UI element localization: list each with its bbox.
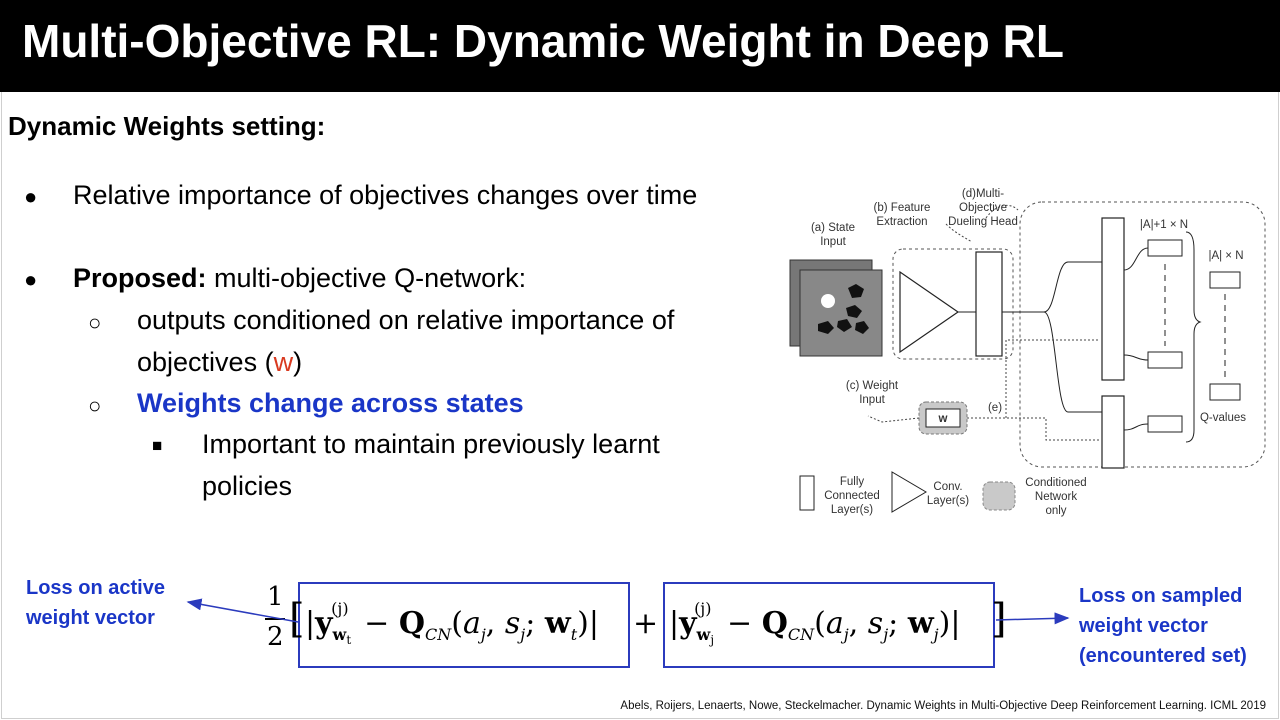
arrow-left — [186, 598, 299, 623]
note-active-weight: Loss on active weight vector — [26, 577, 165, 629]
note-sampled-weight: Loss on sampled weight vector (encounter… — [1079, 585, 1247, 667]
bullet-text: Proposed: multi-objective Q-network: — [73, 263, 526, 294]
fc-layer-advantage — [1101, 217, 1125, 381]
state-agent — [821, 294, 835, 308]
fraction-numerator: 1 — [267, 582, 284, 612]
legend-conv-symbol — [891, 471, 927, 513]
bullet-dot: ● — [24, 184, 38, 209]
sampled-loss-term: |ywj(j) − QCN(aj, sj; wj)| — [669, 599, 961, 648]
state-frame-front — [799, 269, 883, 357]
label-e: (e) — [988, 402, 1002, 414]
bullet-rest-text: multi-objective Q-network: — [206, 263, 527, 293]
sub-bullet-text-cont: objectives (w) — [137, 347, 302, 378]
fraction-bar — [265, 618, 285, 620]
label-q-size: |A| × N — [1208, 250, 1243, 262]
sampled-loss-box — [663, 582, 995, 668]
sub-bullet-post: ) — [293, 347, 303, 377]
legend-fc-symbol — [799, 475, 815, 511]
sub-sub-bullet-text-cont: policies — [202, 471, 293, 501]
sub-bullet-pre: objectives ( — [137, 347, 274, 377]
section-heading: Dynamic Weights setting: — [8, 111, 326, 141]
dueling-head-outline — [1019, 201, 1266, 468]
label-w: w — [938, 413, 948, 425]
weight-symbol: w — [273, 347, 294, 377]
sub-bullet-circle: ○ — [88, 393, 102, 418]
conv-layer-triangle — [899, 270, 960, 354]
title-bar: Multi-Objective RL: Dynamic Weight in De… — [0, 0, 1280, 92]
active-loss-term: |ywt(j) − QCN(aj, sj; wt)| — [305, 599, 599, 648]
sub-bullet-text: outputs conditioned on relative importan… — [137, 305, 675, 335]
legend-conv-label: Conv.Layer(s) — [927, 481, 969, 507]
slide-title: Multi-Objective RL: Dynamic Weight in De… — [22, 15, 1064, 67]
sub-bullet-circle: ○ — [88, 310, 102, 335]
state-object — [837, 319, 852, 332]
state-object — [855, 321, 869, 334]
loss-equation: 1 2 [ |ywt(j) − QCN(aj, sj; wt)| + |ywj(… — [255, 578, 1015, 670]
arrow-right — [995, 612, 1070, 625]
label-advantage-size: |A|+1 × N — [1140, 219, 1188, 231]
q-value-node — [1209, 271, 1241, 289]
legend-cond-symbol — [982, 481, 1016, 511]
slide-frame — [1, 92, 1279, 719]
fraction-denominator: 2 — [267, 622, 284, 652]
plus-sign: + — [633, 606, 659, 641]
fc-layer — [975, 251, 1003, 357]
sub-sub-bullet-text: Important to maintain previously learnt — [202, 429, 660, 459]
active-loss-box — [298, 582, 630, 668]
label-q-values: Q-values — [1200, 412, 1246, 424]
feature-extraction-outline — [892, 248, 1014, 360]
weight-input-node — [925, 408, 961, 428]
fc-layer-value — [1101, 395, 1125, 469]
state-object — [846, 305, 862, 318]
sub-bullet-highlight: Weights change across states — [137, 388, 524, 418]
open-bracket: [ — [289, 596, 305, 642]
state-object — [848, 284, 864, 298]
close-bracket: ] — [991, 596, 1007, 642]
state-object — [818, 321, 834, 334]
bullet-bold-text: Proposed: — [73, 263, 207, 293]
citation: Abels, Roijers, Lenaerts, Nowe, Steckelm… — [620, 700, 1266, 712]
q-value-node — [1209, 383, 1241, 401]
bullet-dot: ● — [24, 267, 38, 292]
bullet-text: Relative importance of objectives change… — [73, 180, 698, 210]
sub-sub-bullet-square: ■ — [152, 436, 163, 455]
